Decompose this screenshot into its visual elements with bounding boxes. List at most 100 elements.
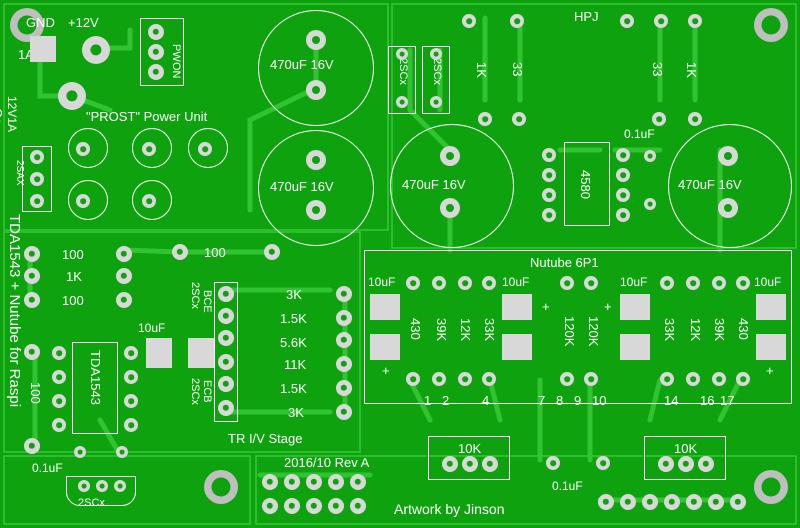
switch-pad — [148, 44, 164, 60]
tr-stage-label: TR I/V Stage — [228, 431, 303, 446]
tr-resistor-label: 3K — [288, 405, 304, 420]
capacitor-pad — [306, 200, 326, 220]
pot-label: 10K — [458, 441, 482, 456]
dac-pad — [124, 346, 138, 360]
header-pad — [642, 494, 658, 510]
artwork-credit: Artwork by Jinson — [394, 501, 505, 517]
regulator-label: 2SAX — [14, 160, 25, 186]
nutube-outline — [364, 250, 792, 404]
capacitor-label: 470uF 16V — [402, 177, 466, 192]
tr-pin — [218, 400, 234, 416]
nutube-resistor-label: 39K — [434, 318, 449, 342]
spec-label: 12V1A — [5, 96, 19, 133]
gpio-pad — [328, 474, 344, 490]
opamp-pad — [616, 148, 630, 162]
nutube-resistor-pad — [584, 372, 598, 386]
gpio-pad — [306, 474, 322, 490]
switch-pad — [148, 64, 164, 80]
tr-resistor-label: 1.5K — [280, 381, 307, 396]
opamp-pad — [542, 148, 556, 162]
on-label: ON — [170, 62, 182, 79]
cap-10uf-label: 10uF — [620, 275, 648, 289]
transistor-pad — [96, 480, 108, 492]
cap-10uf-pad — [620, 334, 650, 360]
amp-label: 1A — [18, 47, 34, 62]
transistor-pad — [396, 96, 408, 108]
tr-top-pins: BCE — [201, 290, 213, 313]
dac-pad — [124, 370, 138, 384]
pin-number: 7 — [538, 393, 546, 408]
mounting-hole — [754, 470, 788, 504]
pin-number: 10 — [592, 393, 607, 408]
pot-pad — [678, 456, 694, 472]
tr-resistor-label: 1.5K — [280, 311, 307, 326]
pin-number: 2 — [442, 393, 450, 408]
opamp-pad — [542, 168, 556, 182]
pot-pad — [698, 456, 714, 472]
nutube-resistor-label: 12K — [458, 318, 473, 342]
mounting-hole — [754, 8, 788, 42]
cap-10uf-pad — [188, 338, 214, 368]
gpio-pad — [284, 474, 300, 490]
nutube-resistor-label: 120K — [586, 316, 601, 347]
nutube-resistor-pad — [406, 276, 420, 290]
dac-outline — [72, 342, 118, 434]
header-pad — [686, 494, 702, 510]
cap-10uf-label: 10uF — [754, 275, 782, 289]
resistor-pad — [24, 246, 40, 262]
nutube-resistor-pad — [560, 276, 574, 290]
header-pad — [730, 494, 746, 510]
gpio-pad — [262, 474, 278, 490]
cap-pad — [644, 150, 656, 162]
regulator-outline — [22, 146, 52, 212]
diode-outline — [132, 180, 172, 220]
resistor-label: 1K — [474, 62, 489, 78]
nutube-resistor-label: 12K — [688, 318, 703, 342]
cap-pad — [116, 446, 128, 458]
tr-resistor-pad — [336, 310, 352, 326]
pot-outline — [428, 436, 510, 480]
gpio-pad — [284, 498, 300, 514]
diode-outline — [68, 128, 108, 168]
gpio-pad — [328, 498, 344, 514]
tr-resistor-label: 11K — [284, 357, 307, 372]
resistor-label: 100 — [204, 245, 226, 260]
dac-label: TDA1543 — [88, 350, 103, 405]
dac-pad — [52, 418, 66, 432]
opamp-pad — [616, 208, 630, 222]
diode-pad — [142, 142, 156, 156]
capacitor-470uf — [258, 130, 374, 246]
capacitor-470uf — [390, 124, 514, 248]
tr-resistor-pad — [336, 404, 352, 420]
nutube-resistor-pad — [458, 372, 472, 386]
pot-outline — [644, 436, 726, 480]
pot-pad — [658, 456, 674, 472]
resistor-pad — [24, 268, 40, 284]
gpio-pad — [350, 474, 366, 490]
cap-10uf-pad — [756, 294, 786, 320]
plus-sign: + — [604, 299, 612, 314]
pin-number: 8 — [556, 393, 564, 408]
regulator-pad — [30, 150, 44, 164]
capacitor-pad — [306, 80, 326, 100]
resistor-pad — [652, 112, 666, 126]
opamp-pad — [542, 188, 556, 202]
hpj-pad — [510, 14, 524, 28]
header-pad — [598, 494, 614, 510]
dac-resistor-label: 100 — [28, 382, 43, 404]
nutube-resistor-pad — [736, 276, 750, 290]
nutube-resistor-pad — [584, 276, 598, 290]
resistor-label: 1K — [684, 62, 699, 78]
hpj-label: HPJ — [574, 9, 599, 24]
cap-pad — [644, 198, 656, 210]
header-pad — [664, 494, 680, 510]
tr-bottom-label: 2SCx — [189, 378, 201, 405]
tr-resistor-pad — [336, 332, 352, 348]
resistor-pad — [264, 244, 280, 260]
cap-10uf-label: 10uF — [368, 275, 396, 289]
diode-outline — [68, 180, 108, 220]
nutube-resistor-pad — [660, 372, 674, 386]
cap-10uf-pad — [146, 338, 172, 368]
nutube-title: Nutube 6P1 — [530, 255, 599, 270]
